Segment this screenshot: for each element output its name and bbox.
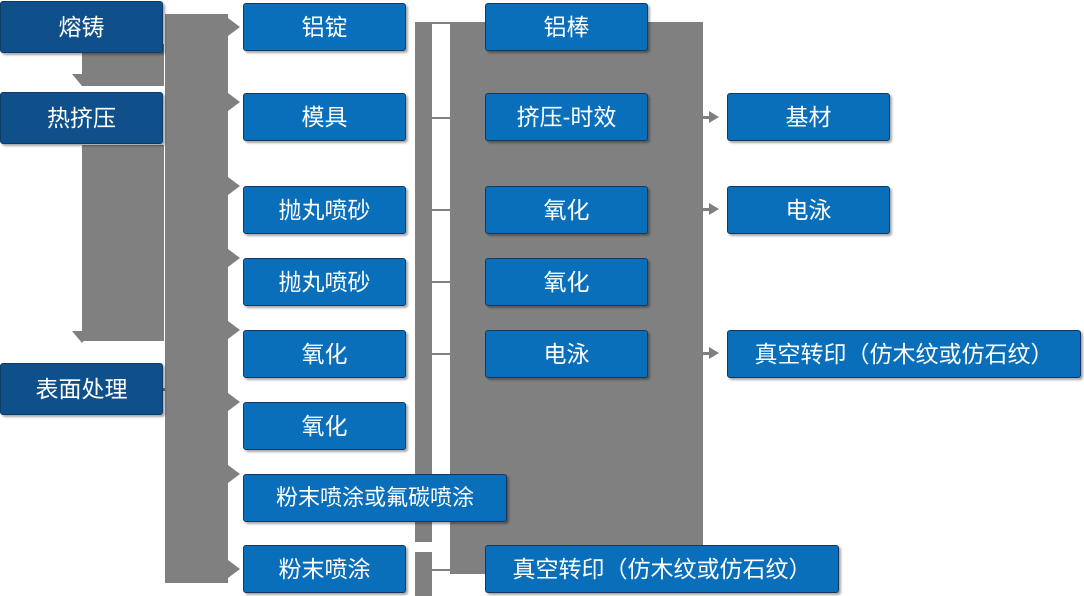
connector-bar-a-right — [415, 22, 432, 542]
node-process-a-5[interactable]: 氧化 — [243, 330, 406, 378]
arrow-spine-to-pa-5 — [228, 321, 240, 339]
node-process-a-7[interactable]: 粉末喷涂或氟碳喷涂 — [243, 474, 507, 522]
tick-line-4 — [432, 281, 454, 283]
node-process-a-6[interactable]: 氧化 — [243, 402, 406, 450]
tick-line-3 — [432, 209, 454, 211]
arrow-to-out-3 — [700, 347, 720, 360]
arrow-head — [709, 347, 719, 359]
arrow-spine-to-pa-3 — [228, 177, 240, 195]
arrow-stem — [700, 208, 710, 211]
node-process-b-5[interactable]: 电泳 — [485, 330, 648, 378]
node-process-a-2[interactable]: 模具 — [243, 93, 406, 141]
node-stage-1[interactable]: 熔铸 — [0, 1, 163, 53]
arrow-spine-to-pa-6 — [228, 393, 240, 411]
node-output-1[interactable]: 基材 — [727, 93, 890, 141]
tick-line-1 — [432, 22, 454, 24]
node-stage-3[interactable]: 表面处理 — [0, 363, 163, 415]
connector-stage-down-arrow — [72, 74, 92, 86]
node-process-b-6[interactable]: 真空转印（仿木纹或仿石纹） — [485, 545, 839, 593]
tick-line-6 — [432, 569, 454, 571]
arrow-spine-to-pa-1 — [228, 18, 240, 36]
arrow-to-out-2 — [700, 203, 720, 216]
arrow-spine-to-pa-7 — [228, 465, 240, 483]
arrow-stem — [700, 116, 710, 119]
node-process-b-2[interactable]: 挤压-时效 — [485, 93, 648, 141]
connector-bar-a-right-lower — [415, 552, 432, 596]
arrow-head — [709, 203, 719, 215]
arrow-spine-to-pa-4 — [228, 249, 240, 267]
arrow-spine-to-pa-2 — [228, 93, 240, 111]
arrow-to-out-1 — [700, 111, 720, 124]
node-process-b-1[interactable]: 铝棒 — [485, 3, 648, 51]
tick-line-5 — [432, 353, 454, 355]
node-process-a-4[interactable]: 抛丸喷砂 — [243, 258, 406, 306]
arrow-spine-to-pa-8 — [228, 560, 240, 578]
node-process-b-3[interactable]: 氧化 — [485, 186, 648, 234]
connector-stage-down-arrow-2 — [72, 331, 92, 343]
node-process-a-3[interactable]: 抛丸喷砂 — [243, 186, 406, 234]
node-process-a-1[interactable]: 铝锭 — [243, 3, 406, 51]
node-process-a-8[interactable]: 粉末喷涂 — [243, 545, 406, 593]
arrow-head — [709, 111, 719, 123]
node-process-b-4[interactable]: 氧化 — [485, 258, 648, 306]
connector-spine-process-a — [165, 14, 228, 583]
tick-line-2 — [432, 117, 454, 119]
node-output-3[interactable]: 真空转印（仿木纹或仿石纹） — [727, 330, 1081, 378]
arrow-stem — [700, 352, 710, 355]
node-output-2[interactable]: 电泳 — [727, 186, 890, 234]
connector-stage-vertical-lower — [82, 145, 164, 341]
node-stage-2[interactable]: 热挤压 — [0, 92, 163, 144]
